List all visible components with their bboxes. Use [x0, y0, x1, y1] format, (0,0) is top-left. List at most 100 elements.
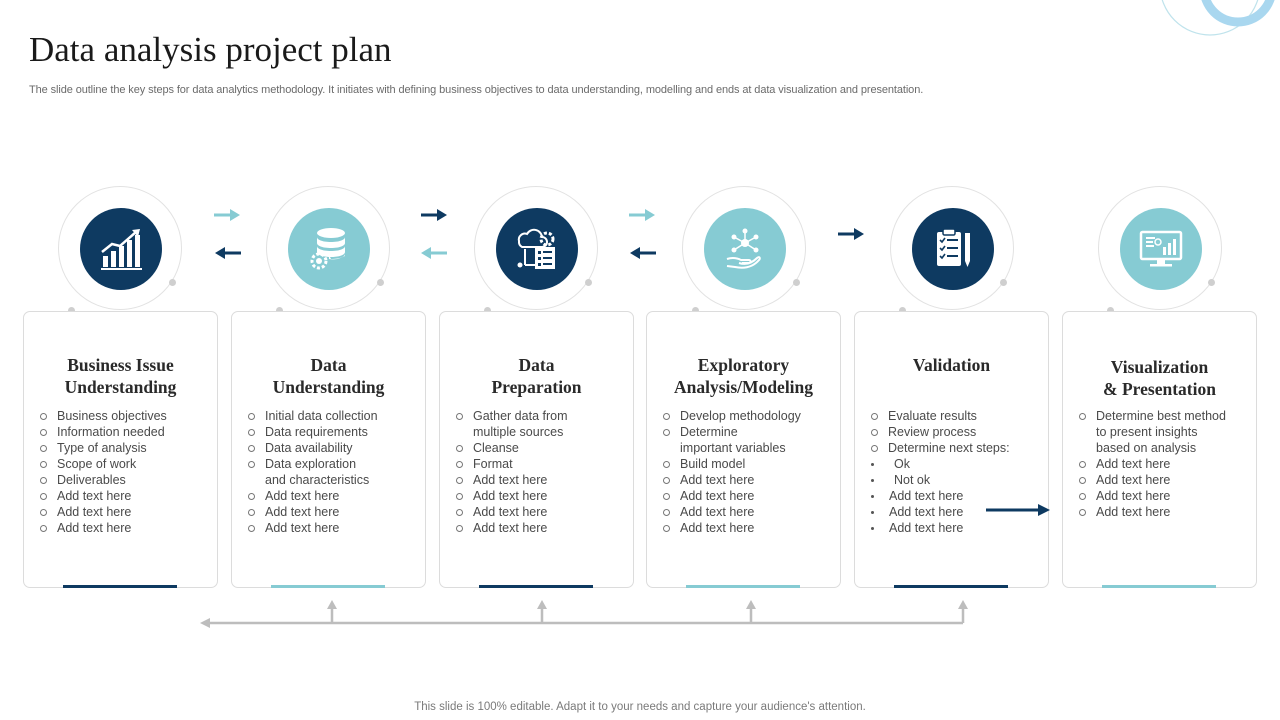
- list-item: Deliverables: [38, 472, 209, 488]
- step-list: Initial data collection Data requirement…: [246, 408, 417, 536]
- connector-dot: [169, 279, 176, 286]
- list-item: Determine best method: [1077, 408, 1248, 424]
- decorative-rings: [1161, 0, 1275, 36]
- arrow-right-icon: [986, 504, 1050, 516]
- arrow-right-icon: [838, 228, 864, 240]
- list-item: Add text here: [661, 504, 832, 520]
- list-item-continuation: to present insights: [1096, 425, 1198, 439]
- arrow-left-icon: [421, 247, 447, 259]
- list-item: Add text here: [246, 488, 417, 504]
- list-item: Format: [454, 456, 625, 472]
- step-5-circle: [890, 186, 1014, 310]
- list-item: Determine: [661, 424, 832, 440]
- step-1-icon-badge: [80, 208, 162, 290]
- connector-dot: [692, 307, 699, 314]
- footer-note: This slide is 100% editable. Adapt it to…: [414, 701, 866, 713]
- card-accent-bar: [271, 585, 385, 588]
- sub-list-item: Add text here: [869, 520, 1040, 536]
- list-item-continuation: based on analysis: [1096, 441, 1197, 455]
- list-item: Add text here: [454, 488, 625, 504]
- database-gear-icon: [310, 228, 345, 270]
- step-6-circle: [1098, 186, 1222, 310]
- page-subtitle: The slide outline the key steps for data…: [29, 84, 924, 96]
- card-accent-bar: [479, 585, 593, 588]
- arrow-left-icon: [630, 247, 656, 259]
- bar-chart-growth-icon: [101, 229, 142, 270]
- data-processing-icon: [517, 228, 555, 269]
- list-item: Information needed: [38, 424, 209, 440]
- arrow-right-icon: [629, 209, 655, 221]
- step-3-icon-badge: [496, 208, 578, 290]
- connector-dot: [899, 307, 906, 314]
- list-item: Add text here: [246, 520, 417, 536]
- step-5-icon-badge: [912, 208, 994, 290]
- connector-dot: [1107, 307, 1114, 314]
- step-card-visualization: Visualization& Presentation Determine be…: [1062, 311, 1257, 588]
- list-item: Add text here: [38, 488, 209, 504]
- connector-dot: [1000, 279, 1007, 286]
- step-2-icon-badge: [288, 208, 370, 290]
- step-list: Develop methodology Determine important …: [661, 408, 832, 536]
- sub-list-item: Add text here: [869, 504, 1040, 520]
- page-title: Data analysis project plan: [29, 30, 392, 69]
- list-item: Initial data collection: [246, 408, 417, 424]
- list-item: Add text here: [38, 504, 209, 520]
- list-item: Build model: [661, 456, 832, 472]
- step-title: Validation: [912, 355, 991, 375]
- list-item: Add text here: [1077, 504, 1248, 520]
- list-item: Type of analysis: [38, 440, 209, 456]
- list-item: Add text here: [661, 472, 832, 488]
- list-item-continuation: multiple sources: [473, 425, 564, 439]
- connector-dot: [276, 307, 283, 314]
- step-list: Determine best method to present insight…: [1077, 408, 1248, 520]
- list-item: Cleanse: [454, 440, 625, 456]
- card-accent-bar: [894, 585, 1008, 588]
- step-card-validation: Validation Evaluate results Review proce…: [854, 311, 1049, 588]
- monitor-presentation-icon: [1139, 230, 1183, 267]
- hand-network-icon: [726, 228, 761, 269]
- arrow-right-icon: [214, 209, 240, 221]
- list-item: Gather data from: [454, 408, 625, 424]
- list-item: Develop methodology: [661, 408, 832, 424]
- sub-list-item: Not ok: [869, 472, 1040, 488]
- step-3-circle: [474, 186, 598, 310]
- list-item: Evaluate results: [869, 408, 1040, 424]
- card-accent-bar: [1102, 585, 1216, 588]
- list-item: Add text here: [661, 488, 832, 504]
- list-item: Add text here: [1077, 456, 1248, 472]
- list-item: Business objectives: [38, 408, 209, 424]
- arrow-left-icon: [215, 247, 241, 259]
- list-item: Add text here: [1077, 472, 1248, 488]
- step-list: Evaluate results Review process Determin…: [869, 408, 1040, 536]
- step-6-icon-badge: [1120, 208, 1202, 290]
- list-item: Data requirements: [246, 424, 417, 440]
- step-title: Visualization& Presentation: [1103, 357, 1216, 399]
- step-list: Business objectives Information needed T…: [38, 408, 209, 536]
- sub-list-item: Add text here: [869, 488, 1040, 504]
- clipboard-checklist-icon: [937, 228, 970, 267]
- list-item: Determine next steps:: [869, 440, 1040, 456]
- card-accent-bar: [63, 585, 177, 588]
- connector-dot: [484, 307, 491, 314]
- list-item-continuation: and characteristics: [265, 473, 370, 487]
- connector-dot: [585, 279, 592, 286]
- list-item: Add text here: [454, 504, 625, 520]
- step-1-circle: [58, 186, 182, 310]
- list-item: Add text here: [1077, 488, 1248, 504]
- list-item: Review process: [869, 424, 1040, 440]
- step-list: Gather data from multiple sources Cleans…: [454, 408, 625, 536]
- list-item: Data availability: [246, 440, 417, 456]
- list-item: Add text here: [661, 520, 832, 536]
- connector-dot: [1208, 279, 1215, 286]
- step-2-circle: [266, 186, 390, 310]
- card-accent-bar: [686, 585, 800, 588]
- arrow-right-icon: [421, 209, 447, 221]
